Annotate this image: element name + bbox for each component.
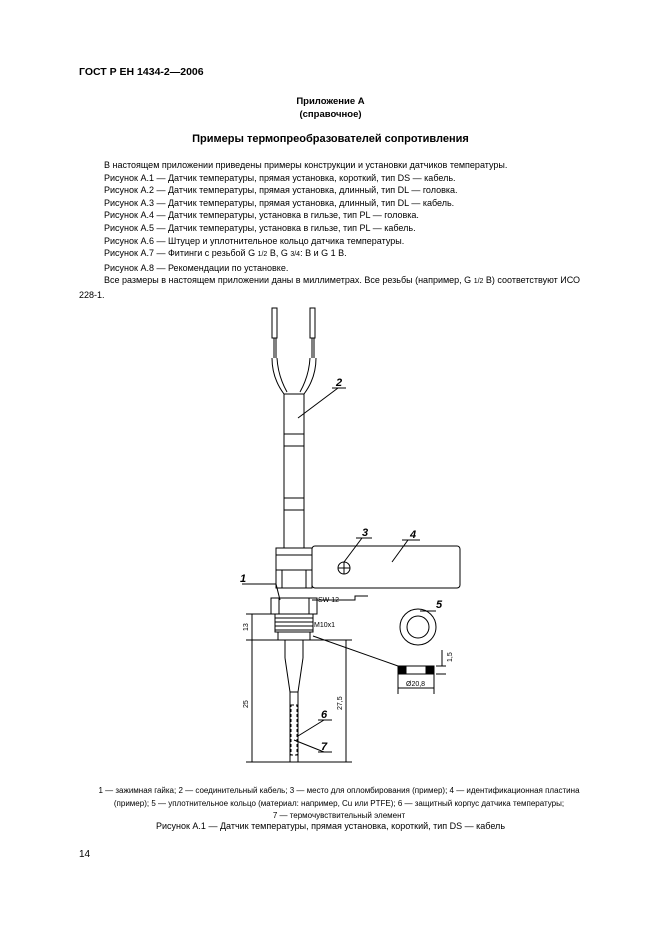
fitting-assembly [270, 547, 318, 693]
section-heading: Примеры термопреобразователей сопротивле… [192, 133, 469, 145]
fraction: 3/4 [290, 251, 301, 259]
fraction: 1/2 [257, 251, 268, 259]
dimension-label: 13 [243, 623, 250, 631]
ring-diameter-label: Ø20,8 [406, 681, 425, 688]
dimension-label: 27,5 [337, 696, 344, 710]
fraction: 1/2 [473, 278, 484, 286]
dimension-lines [246, 613, 399, 763]
figure-list-item: Рисунок А.2 — Датчик температуры, прямая… [104, 185, 458, 196]
callout-number: 3 [362, 527, 368, 539]
figure-legend: 1 — зажимная гайка; 2 — соединительный к… [79, 785, 599, 823]
callout-number: 2 [335, 377, 342, 389]
figure-list-item: Рисунок А.6 — Штуцер и уплотнительное ко… [104, 235, 405, 246]
text-run: В) соответствуют ИСО 228-1. [79, 275, 581, 300]
dimension-label: 25 [243, 700, 250, 708]
callout-number: 6 [321, 709, 328, 721]
annex-subtitle: (справочное) [299, 109, 362, 120]
document-id: ГОСТ Р ЕН 1434-2—2006 [79, 66, 204, 78]
figure-list-item: Рисунок А.1 — Датчик температуры, прямая… [104, 172, 456, 183]
text-run: В, G [267, 248, 291, 259]
wrench-size-label: SW 12 [318, 597, 339, 604]
legend-line: 7 — термочувствительный элемент [272, 811, 406, 820]
annex-title: Приложение А [296, 96, 365, 107]
legend-line: (пример); 5 — уплотнительное кольцо (мат… [113, 798, 565, 808]
sensor-drawing: 2 3 4 1 5 6 7 SW 12 M10x1 13 25 27,5 1,5… [240, 307, 461, 763]
figure-list-item: Рисунок А.8 — Рекомендации по установке. [104, 262, 289, 273]
sensor-probe [289, 692, 299, 763]
annex-body: В настоящем приложении приведены примеры… [79, 159, 599, 302]
legend-line: 1 — зажимная гайка; 2 — соединительный к… [98, 786, 580, 795]
cable-wires [271, 307, 317, 395]
page-number: 14 [79, 849, 91, 860]
dimensions-note: Все размеры в настоящем приложении даны … [79, 274, 599, 301]
figure-list-item: Рисунок А.5 — Датчик температуры, устано… [104, 222, 416, 233]
figure-list-item: Рисунок А.4 — Датчик температуры, устано… [104, 210, 419, 221]
callout-number: 5 [436, 599, 443, 611]
dimension-label: 1,5 [447, 652, 454, 662]
callout-leaders [242, 387, 436, 753]
callout-number: 4 [409, 529, 416, 541]
text-run: : В и G 1 В. [300, 248, 347, 259]
callout-number: 1 [240, 573, 246, 585]
text-run: Все размеры в настоящем приложении даны … [104, 275, 474, 286]
figure-caption: Рисунок А.1 — Датчик температуры, прямая… [155, 821, 506, 831]
identification-plate [311, 545, 461, 601]
text-run: Рисунок А.7 — Фитинги с резьбой G [104, 248, 258, 259]
cable-sheath [283, 393, 305, 549]
figure-list-item-a7: Рисунок А.7 — Фитинги с резьбой G 1/2 В,… [79, 247, 599, 262]
thread-label: M10x1 [314, 622, 335, 629]
sealing-ring [397, 608, 446, 694]
figure-list-item: Рисунок А.3 — Датчик температуры, прямая… [104, 197, 455, 208]
callout-number: 7 [321, 741, 328, 753]
intro-paragraph: В настоящем приложении приведены примеры… [104, 160, 508, 170]
